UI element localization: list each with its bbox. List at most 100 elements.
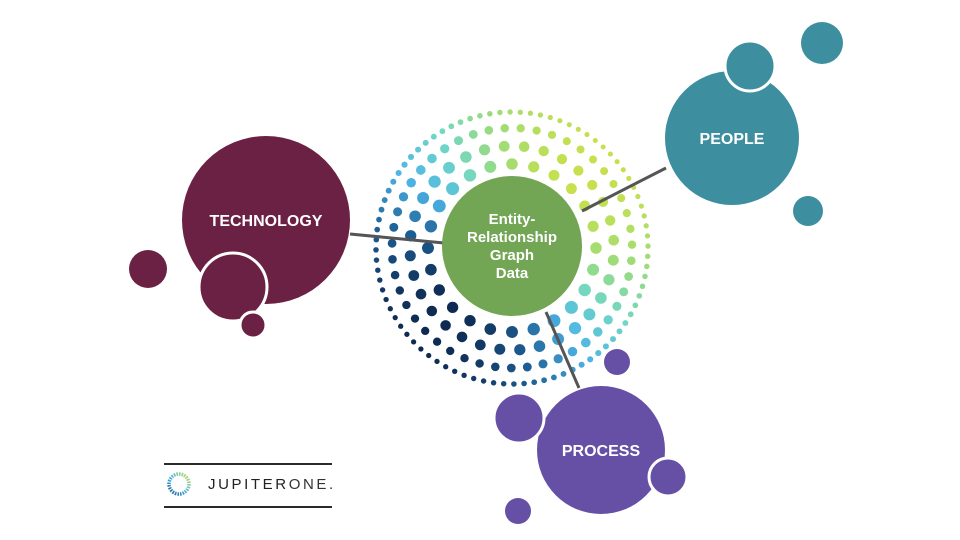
- ring-dot: [415, 146, 422, 153]
- ring-dot: [404, 331, 410, 337]
- ring-dot: [643, 223, 649, 229]
- ring-dot: [506, 326, 518, 338]
- ring-dot: [401, 161, 408, 168]
- ring-dot: [376, 216, 382, 223]
- ring-dot: [484, 125, 494, 135]
- ring-dot: [410, 339, 417, 345]
- ring-dot: [474, 339, 486, 351]
- process-label: PROCESS: [562, 443, 641, 460]
- ring-dot: [620, 167, 626, 173]
- ring-dot: [390, 270, 400, 280]
- ring-dot: [556, 153, 568, 165]
- ring-dot: [624, 272, 633, 281]
- people-satellite-bubble: [801, 22, 843, 64]
- ring-dot: [635, 193, 641, 200]
- ring-dot: [421, 326, 430, 336]
- ring-dot: [553, 354, 563, 364]
- ring-dot: [461, 372, 467, 378]
- ring-dot: [385, 187, 392, 194]
- process-node: PROCESS: [492, 349, 689, 524]
- ring-dot: [644, 253, 651, 260]
- ring-dot: [398, 323, 404, 329]
- ring-dot: [527, 322, 540, 336]
- ring-dot: [592, 137, 598, 144]
- ring-dot: [644, 233, 651, 239]
- ring-dot: [518, 141, 530, 152]
- ring-dot: [379, 287, 386, 293]
- ring-dot: [608, 234, 620, 246]
- process-connector: [544, 311, 581, 389]
- ring-dot: [550, 374, 557, 381]
- ring-dot: [432, 199, 446, 213]
- ring-dot: [622, 320, 629, 326]
- jupiterone-logo: JUPITERONE.: [164, 461, 333, 508]
- technology-satellite-bubble: [129, 250, 167, 288]
- ring-dot: [576, 145, 585, 154]
- ring-dot: [378, 206, 385, 213]
- ring-dot: [430, 133, 437, 140]
- technology-satellite-bubble: [238, 310, 268, 340]
- ring-dot: [583, 308, 596, 321]
- ring-dot: [468, 129, 478, 139]
- ring-dot: [388, 254, 397, 264]
- ring-dot: [487, 111, 493, 117]
- ring-dot: [580, 337, 591, 348]
- ring-dot: [587, 220, 599, 232]
- ring-dot: [548, 169, 560, 181]
- ring-dot: [498, 140, 510, 152]
- ring-dot: [452, 368, 458, 374]
- ring-dot: [456, 331, 468, 343]
- ring-dot: [627, 311, 634, 318]
- process-circle: [537, 386, 665, 514]
- ring-dot: [475, 359, 484, 368]
- ring-dot: [443, 364, 449, 370]
- ring-dot: [463, 169, 477, 182]
- ring-dot: [500, 380, 507, 387]
- ring-dot: [627, 256, 636, 265]
- center-circle: [442, 176, 582, 316]
- ring-dot: [565, 183, 577, 195]
- ring-dot: [604, 215, 616, 226]
- ring-dot: [514, 344, 526, 356]
- ring-dot: [616, 328, 623, 335]
- ring-dot: [377, 277, 383, 283]
- ring-dot: [516, 124, 525, 133]
- ring-dot: [440, 320, 451, 331]
- ring-dot: [407, 153, 415, 160]
- ring-dot: [609, 336, 617, 343]
- ring-dot: [506, 363, 516, 373]
- ring-dot: [446, 182, 460, 196]
- ring-dot: [627, 240, 637, 249]
- process-satellite-bubble: [505, 498, 531, 524]
- process-satellite-bubble: [492, 391, 546, 445]
- ring-dot: [393, 207, 403, 217]
- ring-dot: [494, 343, 506, 355]
- ring-dot: [603, 315, 613, 325]
- ring-dot: [538, 359, 548, 369]
- ring-dot: [427, 153, 437, 164]
- ring-dot: [511, 381, 517, 387]
- ring-dot: [467, 115, 473, 122]
- ring-dot: [644, 263, 650, 270]
- ring-dot: [573, 165, 584, 176]
- ring-dot: [626, 224, 635, 233]
- ring-dot: [617, 194, 626, 203]
- ring-dot: [457, 119, 464, 125]
- ring-dot: [424, 220, 438, 233]
- ring-dot: [484, 160, 497, 173]
- ring-dot: [532, 126, 541, 135]
- ring-dot: [446, 346, 455, 356]
- logo-ring-icon: [167, 472, 191, 496]
- ring-dot: [406, 178, 416, 188]
- ring-dot: [531, 379, 538, 386]
- ring-dot: [375, 267, 381, 273]
- ring-dot: [602, 343, 609, 350]
- technology-label: TECHNOLOGY: [210, 213, 323, 230]
- ring-dot: [600, 144, 606, 150]
- ring-dot: [417, 192, 430, 204]
- ring-dot: [480, 378, 487, 384]
- ring-dot: [528, 161, 540, 173]
- ring-dot: [432, 337, 442, 346]
